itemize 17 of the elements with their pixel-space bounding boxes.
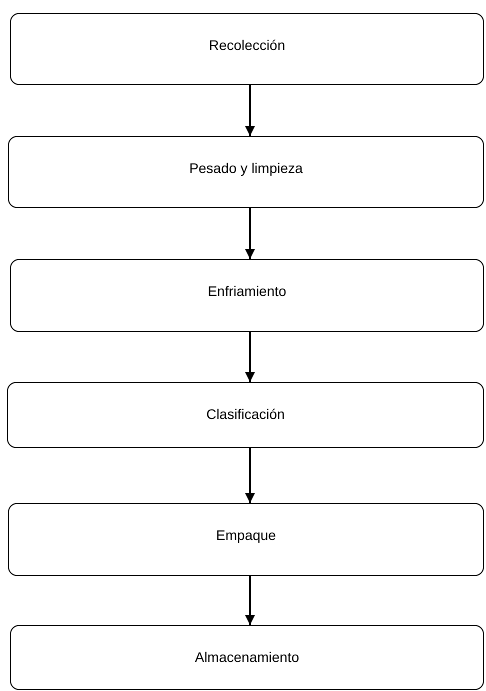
step-label: Clasificación <box>206 405 285 423</box>
arrow <box>245 448 255 503</box>
step-label: Enfriamiento <box>208 282 286 300</box>
process-box <box>8 136 484 208</box>
arrow <box>245 208 255 259</box>
arrow <box>245 332 255 382</box>
step-label: Recolección <box>208 36 286 54</box>
arrow <box>245 576 255 625</box>
step-label: Pesado y limpieza <box>189 159 303 177</box>
process-box <box>10 625 484 690</box>
process-box <box>10 13 484 85</box>
arrow <box>245 85 255 136</box>
process-box <box>7 382 484 448</box>
step-label: Empaque <box>216 526 276 544</box>
process-box <box>8 503 484 576</box>
process-box <box>10 259 484 332</box>
step-label: Almacenamiento <box>194 648 300 666</box>
